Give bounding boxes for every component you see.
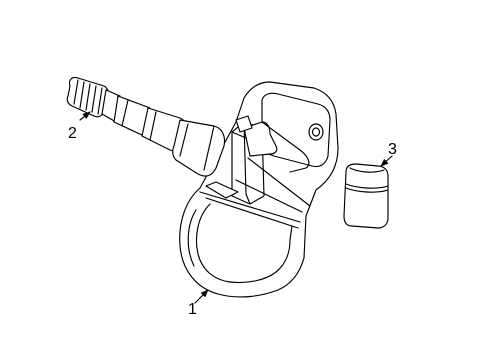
- callout-2: 2: [68, 111, 91, 142]
- valve-stem: [66, 76, 226, 177]
- callout-3: 3: [380, 141, 397, 167]
- valve-core-cap: [343, 163, 389, 229]
- callout-label-1: 1: [188, 301, 197, 318]
- callout-1: 1: [188, 289, 209, 318]
- callout-label-3: 3: [388, 141, 397, 158]
- tpms-sensor-body: [179, 81, 339, 298]
- callout-label-2: 2: [68, 125, 77, 142]
